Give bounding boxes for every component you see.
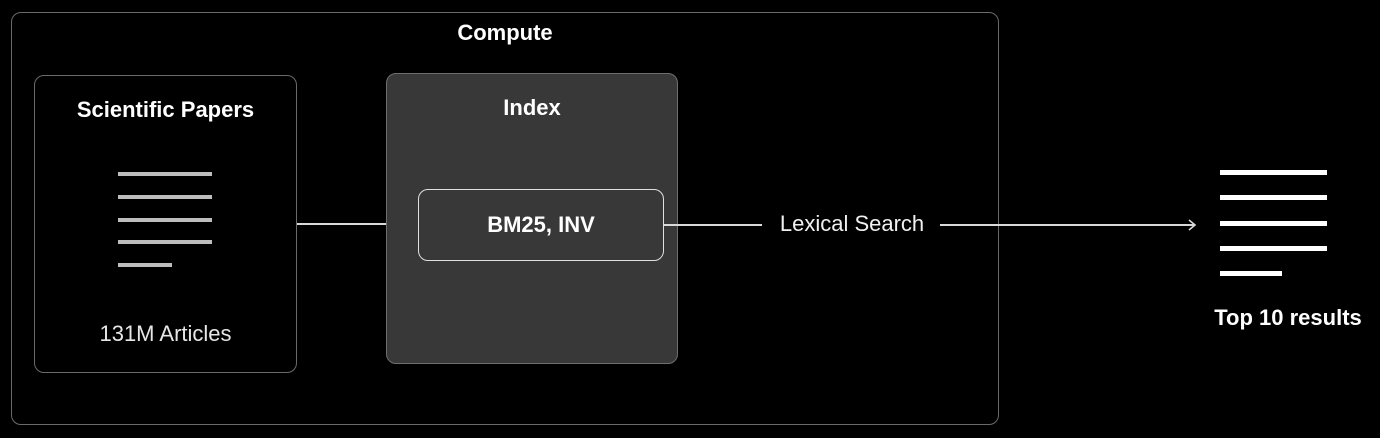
- arrow-right-icon: [1188, 219, 1197, 231]
- compute-container: [11, 12, 999, 425]
- result-line: [1220, 221, 1327, 226]
- scientific-papers-box: [34, 75, 297, 373]
- compute-title: Compute: [457, 20, 553, 45]
- search-connector-left: [664, 224, 764, 226]
- document-line: [118, 240, 212, 244]
- bm25-inv-label: BM25, INV: [487, 212, 595, 237]
- document-line: [118, 195, 212, 199]
- scientific-papers-title: Scientific Papers: [76, 97, 255, 122]
- index-title: Index: [503, 95, 561, 120]
- result-line: [1220, 246, 1327, 251]
- papers-to-index-connector: [297, 223, 419, 225]
- result-line: [1220, 271, 1282, 276]
- document-line: [118, 218, 212, 222]
- search-connector-right: [940, 224, 1194, 226]
- articles-count: 131M Articles: [99, 321, 232, 346]
- result-line: [1220, 195, 1327, 200]
- document-line: [118, 263, 172, 267]
- index-box: [386, 73, 678, 364]
- results-list-icon: [1220, 170, 1327, 278]
- bm25-inv-box: BM25, INV: [418, 189, 664, 261]
- document-line: [118, 172, 212, 176]
- top-results-title: Top 10 results: [1214, 305, 1362, 330]
- result-line: [1220, 170, 1327, 175]
- lexical-search-label: Lexical Search: [762, 211, 942, 237]
- document-lines-icon: [118, 172, 213, 268]
